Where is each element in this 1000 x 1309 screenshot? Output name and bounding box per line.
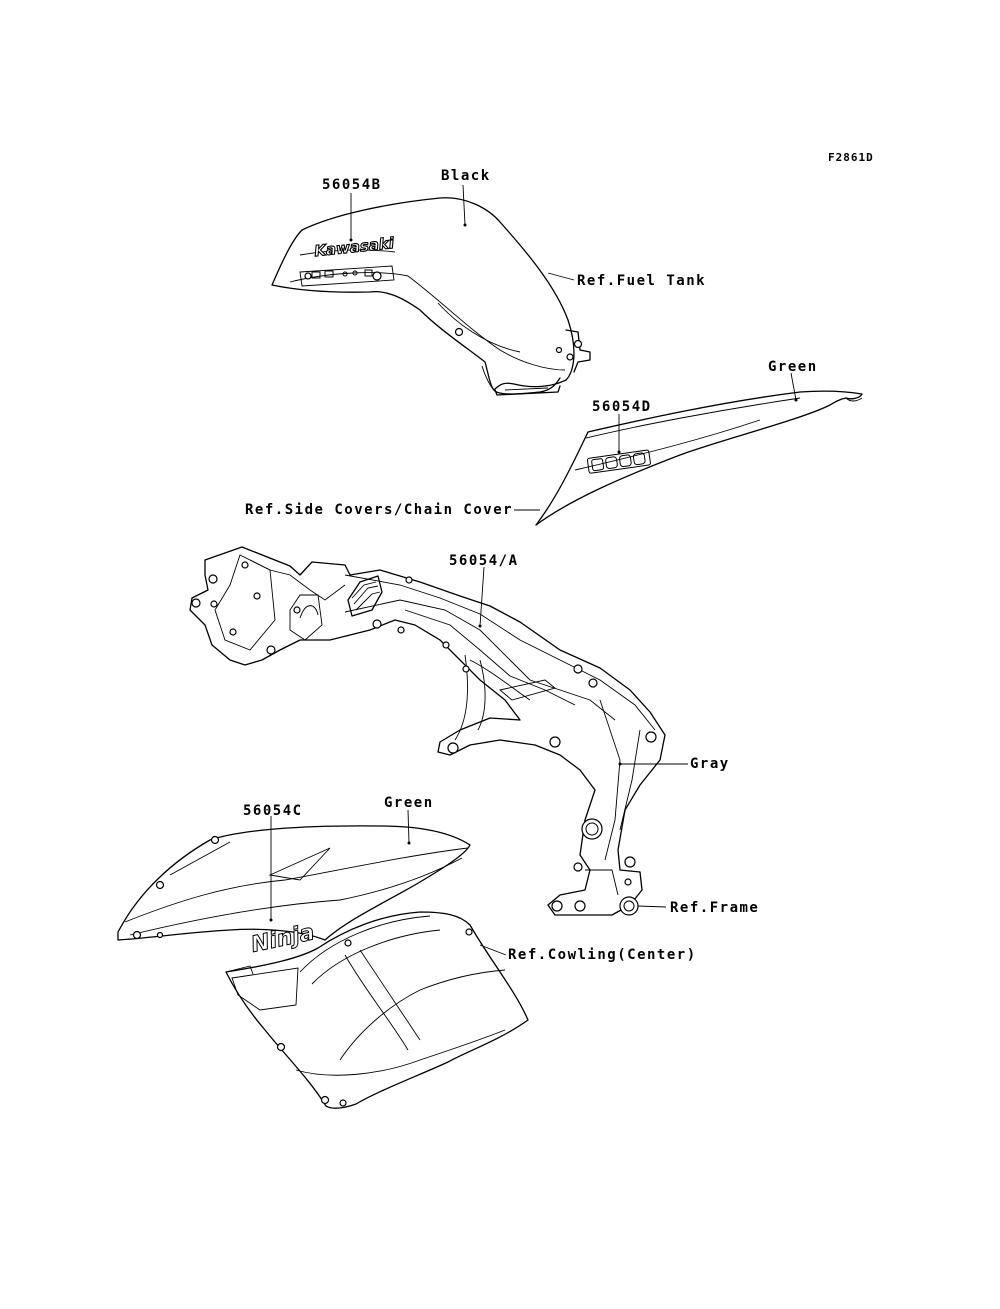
frame-drawing xyxy=(189,546,666,916)
part-number-56054c: 56054C xyxy=(243,803,303,819)
ref-frame-label: Ref.Frame xyxy=(670,900,760,916)
tank-marking-strip xyxy=(311,269,373,279)
side-cover-drawing xyxy=(535,390,863,526)
color-label-green-cowling: Green xyxy=(384,795,434,811)
ref-cowling-label: Ref.Cowling(Center) xyxy=(508,947,697,963)
ninja-decal-text: Ninja xyxy=(249,920,317,958)
ref-fuel-tank-label: Ref.Fuel Tank xyxy=(577,273,707,289)
part-number-56054b: 56054B xyxy=(322,177,382,193)
color-label-gray: Gray xyxy=(690,756,730,772)
part-number-56054d: 56054D xyxy=(592,399,652,415)
displacement-decal xyxy=(586,449,651,474)
ref-side-covers-label: Ref.Side Covers/Chain Cover xyxy=(245,502,514,518)
ninja-decal: Ninja xyxy=(248,920,317,959)
cowling-drawing: Ninja xyxy=(117,825,529,1109)
part-number-56054a: 56054/A xyxy=(449,553,519,569)
leader-lines xyxy=(269,184,798,956)
kawasaki-decal-text: Kawasaki xyxy=(313,234,395,260)
color-label-black: Black xyxy=(441,168,491,184)
fuel-tank-drawing: Kawasaki xyxy=(271,197,591,396)
figure-id: F2861D xyxy=(828,151,874,164)
kawasaki-decal: Kawasaki xyxy=(313,233,396,260)
color-label-green-side-cover: Green xyxy=(768,359,818,375)
